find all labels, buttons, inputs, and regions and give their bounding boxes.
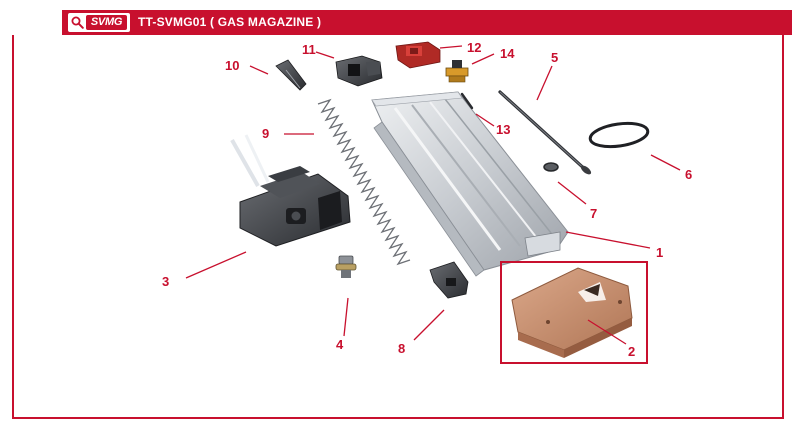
callout-5: 5: [551, 50, 558, 65]
leader-14: [471, 53, 495, 65]
fill-valve: [335, 255, 357, 278]
header-bar: SVMG TT-SVMG01 ( GAS MAGAZINE ): [62, 10, 792, 35]
release-valve: [445, 60, 469, 83]
callout-8: 8: [398, 341, 405, 356]
callout-10: 10: [225, 58, 239, 73]
feed-lip: [395, 41, 441, 69]
callout-11: 11: [302, 42, 316, 57]
callout-1: 1: [656, 245, 663, 260]
follower: [429, 261, 469, 299]
spring-guide: [275, 59, 307, 91]
leader-3: [185, 251, 247, 279]
page-title: TT-SVMG01 ( GAS MAGAZINE ): [138, 15, 322, 29]
o-ring: [588, 121, 650, 149]
callout-13: 13: [496, 122, 510, 137]
callout-14: 14: [500, 46, 515, 61]
leader-13: [475, 113, 495, 127]
magnifier-icon: [71, 16, 84, 29]
pin: [460, 92, 474, 110]
leader-7: [557, 181, 587, 205]
callout-4: 4: [336, 337, 344, 352]
callout-7: 7: [590, 206, 597, 221]
callout-6: 6: [685, 167, 692, 182]
callout-2: 2: [628, 344, 635, 359]
gas-route: [335, 55, 383, 87]
leader-6: [650, 154, 681, 171]
base-plate-highlight-box: [500, 261, 648, 364]
callout-12: 12: [467, 40, 481, 55]
leader-lines: [185, 45, 681, 345]
leader-1: [565, 231, 651, 249]
callout-9: 9: [262, 126, 269, 141]
leader-11: [315, 51, 335, 59]
magazine-body: [371, 91, 569, 277]
callout-3: 3: [162, 274, 169, 289]
magazine-base: [230, 134, 351, 247]
rod: [498, 90, 592, 175]
leader-12: [439, 45, 463, 49]
diagram-frame: [12, 35, 784, 419]
brand-logo[interactable]: SVMG: [68, 13, 130, 32]
logo-text: SVMG: [86, 15, 127, 30]
base-plate: [511, 267, 633, 358]
leader-4: [343, 297, 349, 337]
washer: [543, 162, 559, 172]
leader-8: [413, 309, 445, 341]
leader-10: [249, 65, 269, 75]
leader-2: [587, 319, 627, 345]
leader-5: [536, 65, 553, 101]
spring: [317, 98, 411, 266]
